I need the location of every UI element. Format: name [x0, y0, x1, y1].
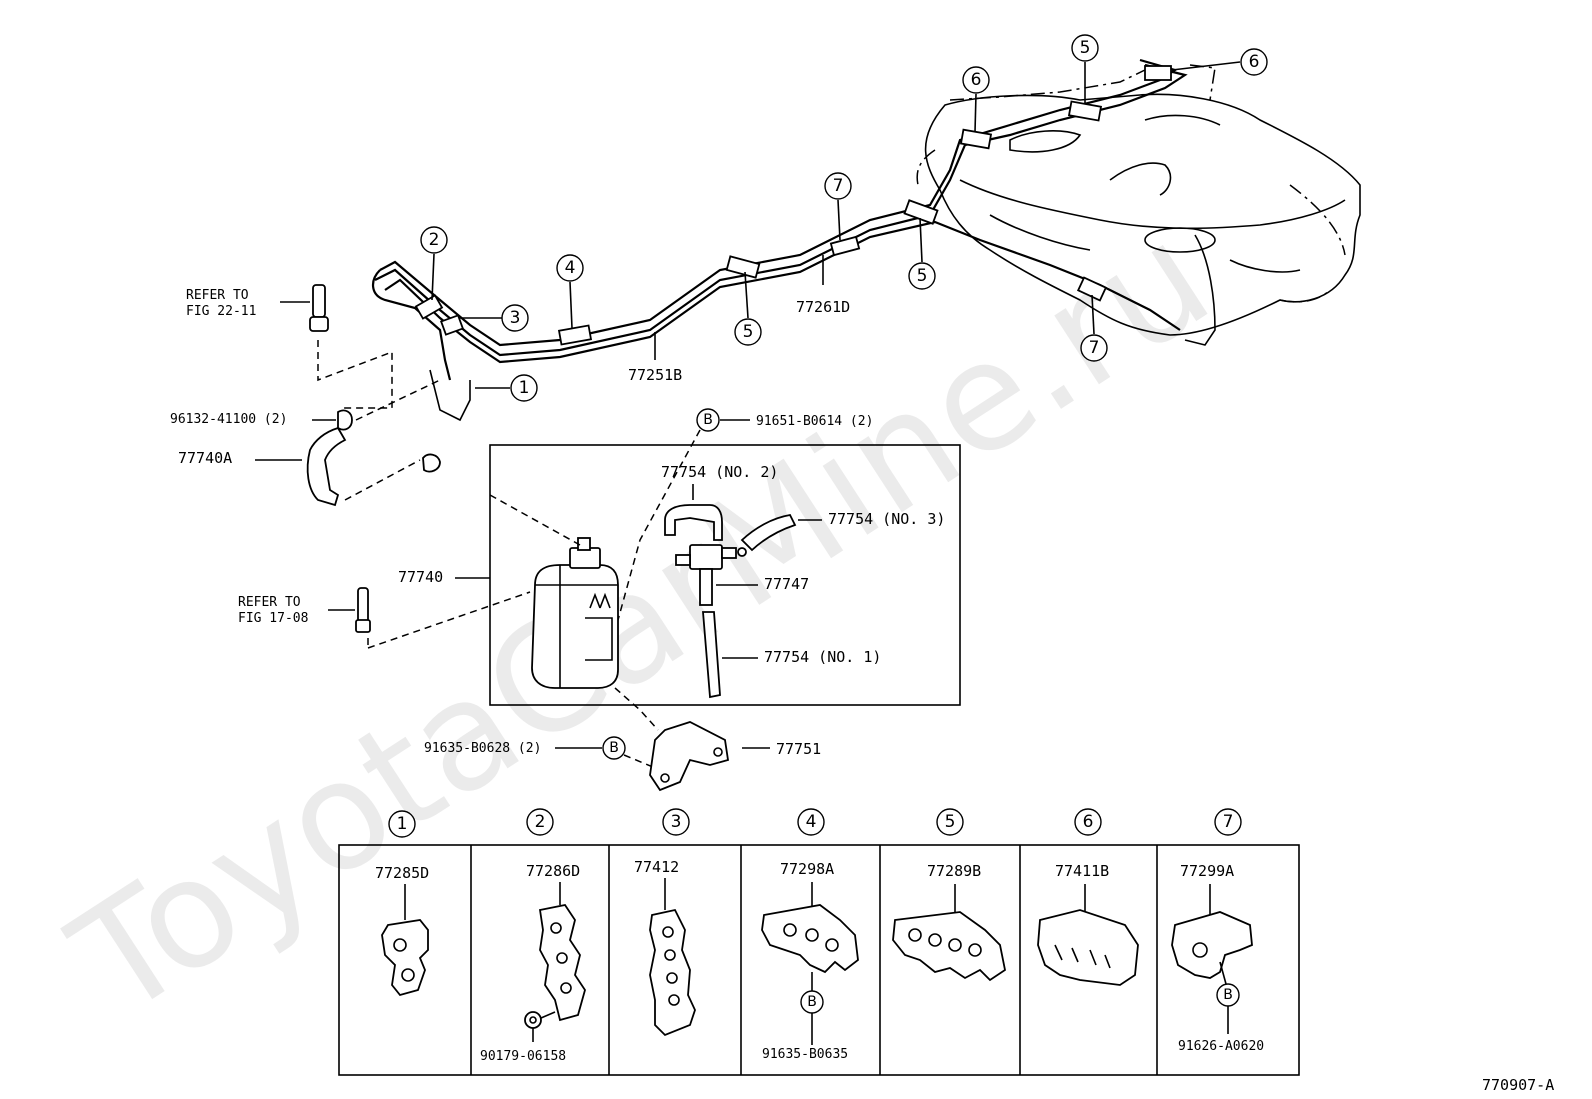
callout-5-upper-a: 5: [743, 322, 754, 342]
clip-drawing-77285D: [381, 884, 429, 997]
letter-b-91635-b0628: B: [609, 740, 619, 756]
line-clips: [414, 65, 1172, 346]
label-77251B: 77251B: [628, 366, 682, 384]
label-77751: 77751: [776, 740, 821, 758]
callout-3-upper: 3: [510, 308, 521, 328]
label-77740: 77740: [398, 568, 443, 586]
svg-text:REFER TO: REFER TO: [186, 288, 249, 303]
callout-4-upper: 4: [565, 258, 576, 278]
svg-text:FIG 17-08: FIG 17-08: [238, 611, 308, 626]
clip-part-77286D: 77286D: [526, 862, 580, 880]
clip-part-77289B: 77289B: [927, 862, 981, 880]
upper-leaders: [431, 61, 1241, 389]
clip-sub-91635-B0635: 91635-B0635: [762, 1047, 848, 1062]
clip-drawing-77289B: [892, 884, 1007, 982]
canister-box: [489, 444, 961, 706]
tank-outline: [916, 64, 1346, 303]
clip-drawing-77299A: B: [1171, 884, 1253, 1034]
callout-6-upper-a: 6: [971, 70, 982, 90]
callout-1-upper: 1: [519, 378, 530, 398]
clip-drawing-77412: [649, 878, 696, 1037]
clip-index-3: 3: [671, 812, 682, 832]
letter-b-clip-4: B: [807, 994, 817, 1010]
clip-index-2: 2: [535, 812, 546, 832]
callout-7-upper-b: 7: [1089, 338, 1100, 358]
label-91635-B0628: 91635-B0628 (2): [424, 741, 541, 756]
clip-part-77412: 77412: [634, 858, 679, 876]
clip-index-1: 1: [397, 814, 408, 834]
label-96132-41100: 96132-41100 (2): [170, 412, 287, 427]
upper-callouts: 2 3 4 5 7 5 6 5 6 7 1: [420, 34, 1268, 402]
reference-fig-22-11: REFER TO FIG 22-11: [186, 284, 393, 409]
label-91651-B0614: 91651-B0614 (2): [756, 414, 873, 429]
label-77754-no1: 77754 (NO. 1): [764, 648, 881, 666]
reference-fig-17-08: REFER TO FIG 17-08: [238, 587, 531, 649]
label-77740A: 77740A: [178, 449, 232, 467]
letter-b-clip-7: B: [1223, 987, 1233, 1003]
bracket-77751: [649, 721, 730, 792]
callout-2-upper: 2: [429, 230, 440, 250]
clip-part-77285D: 77285D: [375, 864, 429, 882]
clip-part-labels: 77285D 77286D 77412 77298A 77289B 77411B…: [375, 858, 1264, 1064]
clip-index-6: 6: [1083, 812, 1094, 832]
clip-sub-91626-A0620: 91626-A0620: [1178, 1039, 1264, 1054]
label-77754-no3: 77754 (NO. 3): [828, 510, 945, 528]
clip-drawing-77298A: B: [761, 882, 859, 1045]
clip-headers: 1 2 3 4 5 6 7: [388, 808, 1242, 838]
svg-text:FIG 22-11: FIG 22-11: [186, 304, 256, 319]
charcoal-canister: [531, 537, 619, 689]
clip-part-77299A: 77299A: [1180, 862, 1234, 880]
clip-part-77298A: 77298A: [780, 860, 834, 878]
label-77747: 77747: [764, 575, 809, 593]
label-77754-no2: 77754 (NO. 2): [661, 463, 778, 481]
letter-b-91651: B: [703, 412, 713, 428]
clip-index-5: 5: [945, 812, 956, 832]
clip-table: [338, 844, 1300, 1076]
figure-code: 770907-A: [1482, 1076, 1554, 1094]
clip-drawing-77286D: [524, 882, 586, 1042]
clip-drawing-77411B: [1037, 884, 1139, 986]
fuel-lines: [372, 58, 1216, 422]
clip-index-4: 4: [806, 812, 817, 832]
vsv-valve: [675, 544, 747, 606]
callout-6-upper-b: 6: [1249, 52, 1260, 72]
svg-text:REFER TO: REFER TO: [238, 595, 301, 610]
callout-7-upper-a: 7: [833, 176, 844, 196]
clip-sub-90179-06158: 90179-06158: [480, 1049, 566, 1064]
callout-5-upper-b: 5: [917, 266, 928, 286]
label-77261D: 77261D: [796, 298, 850, 316]
clip-index-7: 7: [1223, 812, 1234, 832]
clip-part-77411B: 77411B: [1055, 862, 1109, 880]
callout-5-upper-c: 5: [1080, 38, 1091, 58]
